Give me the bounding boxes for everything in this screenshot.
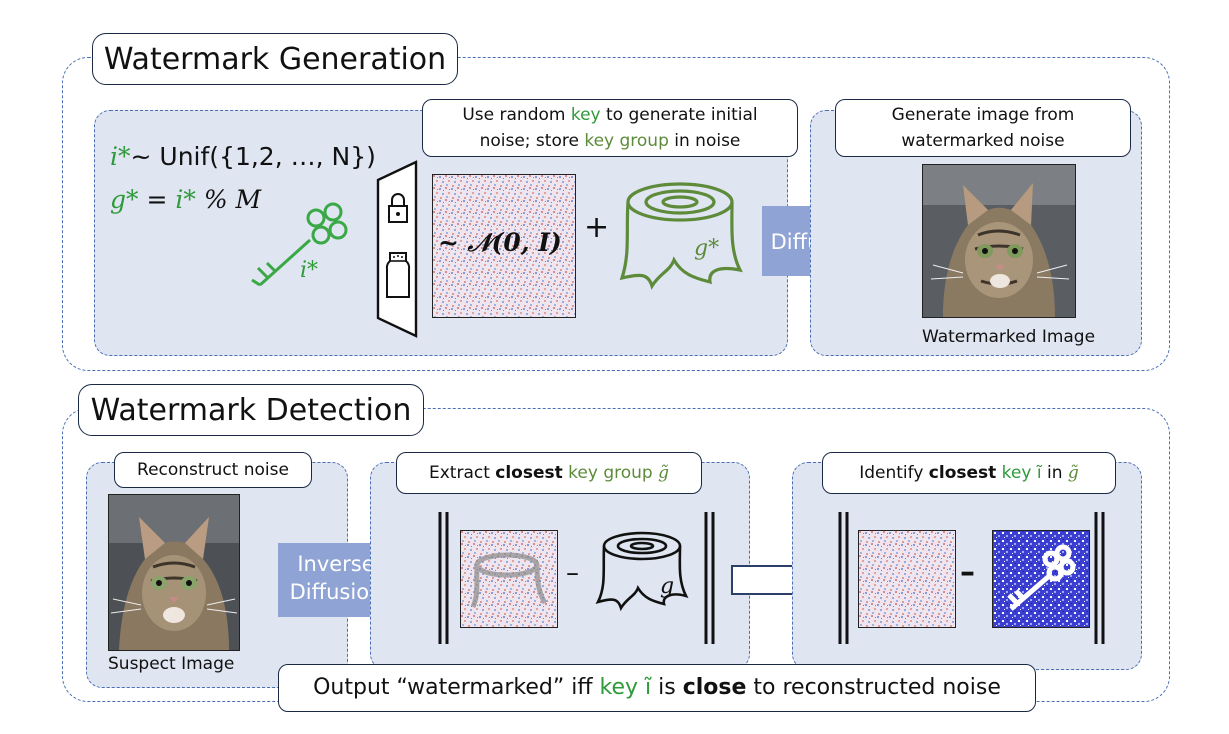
- gaussian-noise-image: [432, 174, 576, 318]
- reconstruct-noise-box: Reconstruct noise: [114, 452, 312, 488]
- inverse-diffusion-label: Inverse Diffusion: [280, 550, 392, 606]
- generate-image-box: Generate image from watermarked noise: [835, 99, 1131, 157]
- inverse-line2: Diffusion: [289, 580, 383, 604]
- output-box: Output “watermarked” iff key ĩ is close …: [278, 664, 1036, 712]
- box1-text-a: Use random: [462, 105, 571, 125]
- g-star: g*: [110, 185, 139, 214]
- equals: =: [146, 185, 168, 214]
- key-noise-image: [992, 530, 1090, 628]
- formula-i: i*~ Unif({1,2, …, N}): [110, 142, 376, 171]
- extract-panel: [370, 462, 750, 670]
- plus-sign: +: [584, 210, 610, 245]
- i-star: i*: [110, 142, 131, 171]
- identify-closest: closest: [928, 463, 997, 483]
- identify-g-tilde: g̃: [1067, 463, 1079, 483]
- box2-line2: watermarked noise: [901, 131, 1065, 151]
- box2-line1: Generate image from: [891, 105, 1075, 125]
- box1-text-d: in noise: [668, 131, 741, 151]
- formula-g: g* = i* % M: [110, 185, 261, 214]
- output-close: close: [682, 675, 747, 700]
- extract-text: Extract: [428, 463, 496, 483]
- norm-bars-right: [838, 512, 1105, 644]
- generation-section: [62, 57, 1170, 371]
- identify-key: key ĩ: [996, 463, 1042, 483]
- suspect-cat-image: [108, 494, 240, 651]
- reconstructed-noise-image: [858, 530, 956, 628]
- box1-text-c: noise; store: [479, 131, 585, 151]
- key-icon: [251, 202, 348, 287]
- identify-text: Identify: [859, 463, 929, 483]
- i-star-2: i*: [175, 185, 196, 214]
- stump-outline-icon: [595, 531, 689, 612]
- watermarked-image-caption: Watermarked Image: [922, 327, 1096, 347]
- gaussian-label: ~ 𝒩(0, I): [438, 228, 562, 257]
- unif-expr: ~ Unif({1,2, …, N}): [130, 142, 376, 171]
- box1-key-group: key group: [584, 131, 669, 151]
- minus-sign-2: –: [960, 555, 975, 590]
- mod-m: % M: [203, 185, 262, 214]
- stump-icon: [619, 182, 743, 290]
- output-is: is: [651, 675, 683, 700]
- output-key: key ĩ: [599, 675, 652, 700]
- generation-title: Watermark Generation: [92, 33, 458, 85]
- extract-key-group-box: Extract closest key group g̃: [396, 452, 702, 494]
- box1-text-b: to generate initial: [600, 105, 758, 125]
- output-text: Output “watermarked” iff: [313, 675, 600, 700]
- reconstructed-noise-with-stump: [460, 530, 558, 628]
- extract-g-tilde: g̃: [658, 463, 669, 483]
- inverse-line1: Inverse: [297, 552, 375, 576]
- watermarked-cat-image: [922, 164, 1076, 318]
- identify-key-box: Identify closest key ĩ in g̃: [822, 452, 1116, 494]
- extract-key-group: key group: [562, 463, 659, 483]
- stump-label-g-star: g*: [694, 236, 720, 261]
- identify-in: in: [1041, 463, 1068, 483]
- door-icon: [376, 160, 418, 338]
- detection-title: Watermark Detection: [78, 384, 424, 436]
- box1-key: key: [570, 105, 601, 125]
- initial-noise-box: Use random key to generate initial noise…: [422, 99, 798, 157]
- minus-sign-1: –: [566, 558, 579, 588]
- stump-label-g: g: [660, 574, 675, 599]
- output-rest: to reconstructed noise: [746, 675, 1001, 700]
- suspect-image-caption: Suspect Image: [108, 654, 235, 674]
- norm-bars-left: [438, 512, 715, 644]
- key-label: i*: [300, 258, 319, 283]
- extract-closest: closest: [495, 463, 563, 483]
